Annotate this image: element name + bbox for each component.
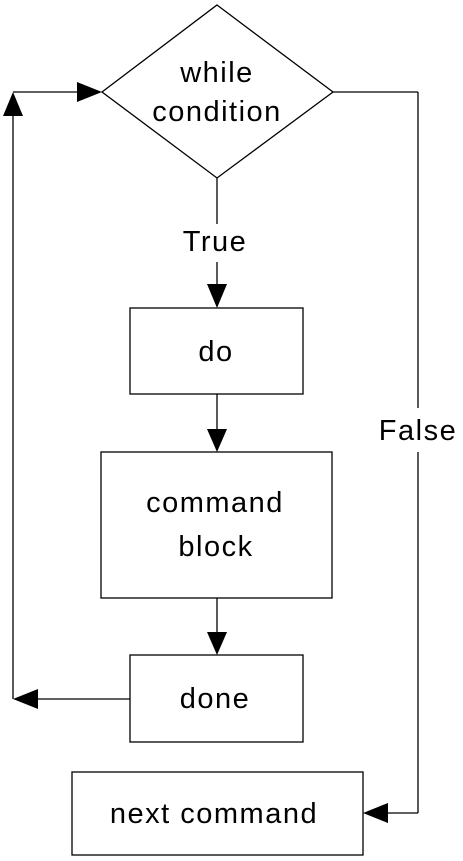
do-label: do (198, 336, 233, 368)
loop-back-arrowhead-up (3, 92, 23, 116)
do-to-block-arrowhead (207, 429, 227, 452)
true-branch-label: True (183, 226, 248, 258)
next-command-box (71, 771, 364, 856)
while-condition-label-line2: condition (152, 96, 282, 128)
loop-back-arrowhead-left (13, 689, 38, 709)
loop-back-arrowhead-right (77, 82, 102, 102)
command-block-label-line2: block (178, 531, 253, 563)
done-box (129, 654, 304, 743)
do-box (129, 307, 304, 395)
command-block-label-line1: command (146, 487, 284, 519)
true-branch-arrowhead (207, 284, 227, 308)
false-branch-arrowhead (363, 803, 388, 823)
done-label: done (180, 683, 251, 715)
while-condition-label-line1: while (179, 57, 254, 89)
command-block-box (100, 451, 333, 599)
next-command-label: next command (110, 798, 318, 830)
while-condition-diamond (100, 4, 335, 179)
block-to-done-arrowhead (207, 632, 227, 655)
false-branch-label: False (379, 415, 457, 447)
